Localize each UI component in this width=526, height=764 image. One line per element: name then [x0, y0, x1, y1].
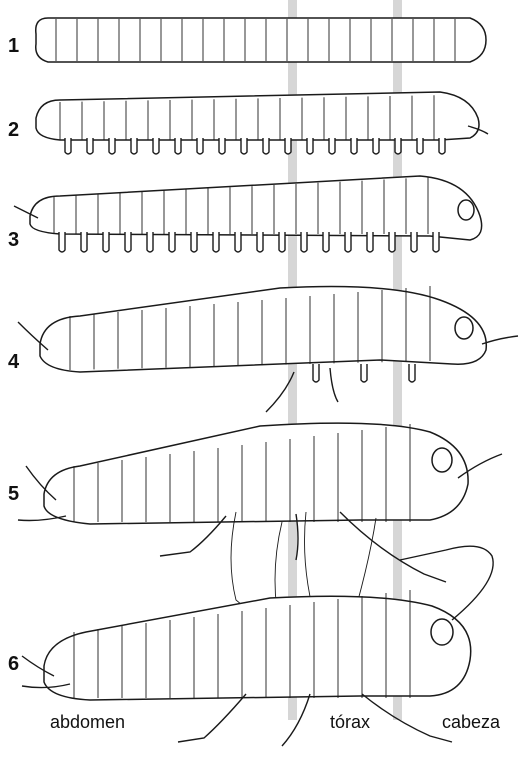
stage-number-4: 4	[8, 352, 19, 372]
stage-number-5: 5	[8, 484, 19, 504]
stage-number-1: 1	[8, 36, 19, 56]
label-abdomen: abdomen	[50, 712, 125, 732]
label-head: cabeza	[442, 712, 500, 732]
stage-number-3: 3	[8, 230, 19, 250]
stage-3-body	[14, 176, 482, 252]
stage-number-6: 6	[8, 654, 19, 674]
stage-2-body	[36, 92, 488, 154]
stage-4-body	[18, 286, 518, 412]
stage-1-body	[36, 18, 486, 62]
label-thorax: tórax	[330, 712, 370, 732]
stage-number-2: 2	[8, 120, 19, 140]
